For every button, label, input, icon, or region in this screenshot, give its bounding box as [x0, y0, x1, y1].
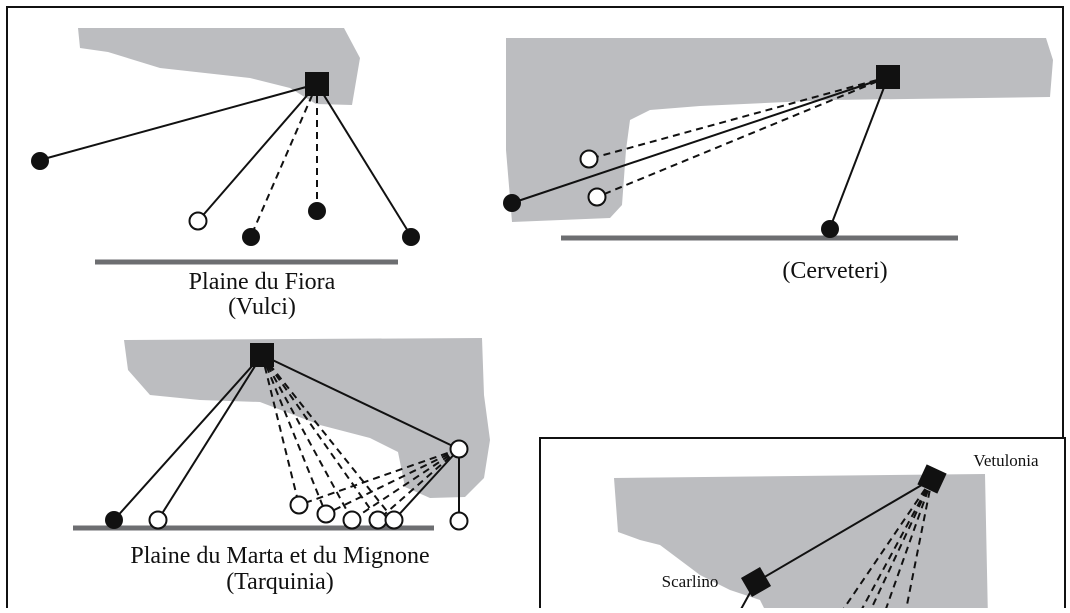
tarquinia-link — [113, 354, 263, 521]
tarquinia-site-filled — [105, 511, 123, 529]
tarquinia-link — [261, 354, 460, 450]
tarquinia-site-open — [316, 504, 336, 524]
vetulonia-link — [868, 478, 933, 613]
cerveteri-city-marker — [876, 65, 900, 89]
cerveteri-site-filled — [503, 194, 521, 212]
tarquinia-link — [261, 354, 327, 515]
tarquinia-link — [261, 354, 300, 506]
tarquinia-city-marker — [250, 343, 274, 367]
scarlino-city-marker — [740, 566, 772, 598]
cerveteri-site-filled — [821, 220, 839, 238]
cerveteri-site-open — [579, 149, 599, 169]
vetulonia-city-marker — [917, 464, 947, 494]
cerveteri-label: (Cerveteri) — [782, 258, 887, 284]
vetulonia-site-label: Vetulonia — [973, 451, 1039, 470]
vulci-label-line2: (Vulci) — [228, 294, 296, 320]
tarquinia-link — [298, 448, 460, 506]
tarquinia-link — [351, 448, 460, 521]
vulci-site-filled — [402, 228, 420, 246]
tarquinia-link — [377, 448, 460, 521]
vulci-site-filled — [31, 152, 49, 170]
cerveteri-link — [829, 76, 889, 229]
panel-vulci: Plaine du Fiora (Vulci) — [31, 28, 420, 320]
tarquinia-label-line2: (Tarquinia) — [226, 569, 334, 595]
panel-cerveteri: (Cerveteri) — [503, 38, 1053, 284]
tarquinia-site-open — [449, 439, 469, 459]
scarlino-site-label: Scarlino — [662, 572, 719, 591]
outer-frame — [6, 6, 1064, 613]
tarquinia-site-open — [449, 511, 469, 531]
tarquinia-link — [325, 448, 460, 515]
cerveteri-link — [588, 76, 889, 160]
vulci-site-filled — [242, 228, 260, 246]
vetulonia-link — [883, 478, 933, 613]
vetulonia-link — [839, 478, 933, 613]
vetulonia-link — [858, 478, 933, 613]
vulci-link — [197, 83, 318, 222]
cerveteri-land — [506, 38, 1053, 222]
vulci-label-line1: Plaine du Fiora — [189, 269, 336, 295]
vetulonia-link — [755, 478, 933, 583]
vulci-link — [316, 83, 412, 237]
vulci-site-open — [188, 211, 208, 231]
tarquinia-site-open — [384, 510, 404, 530]
tarquinia-site-open — [148, 510, 168, 530]
tarquinia-link — [157, 354, 263, 521]
vulci-site-filled — [308, 202, 326, 220]
cerveteri-link — [511, 76, 889, 204]
vulci-link — [39, 83, 318, 161]
tarquinia-link — [261, 354, 353, 521]
panel-tarquinia: Plaine du Marta et du Mignone (Tarquinia… — [73, 338, 490, 595]
tarquinia-site-open — [368, 510, 388, 530]
tarquinia-site-open — [342, 510, 362, 530]
vulci-link — [250, 83, 318, 237]
tarquinia-site-open — [289, 495, 309, 515]
tarquinia-link — [261, 354, 379, 521]
tarquinia-link — [393, 448, 460, 521]
vetulonia-land — [614, 474, 988, 613]
vulci-city-marker — [305, 72, 329, 96]
tarquinia-label-line1: Plaine du Marta et du Mignone — [130, 543, 429, 569]
panel-vetulonia: Vetulonia Scarlino — [539, 437, 1066, 613]
cerveteri-link — [596, 76, 889, 198]
cerveteri-site-open — [587, 187, 607, 207]
vulci-land — [78, 28, 360, 105]
